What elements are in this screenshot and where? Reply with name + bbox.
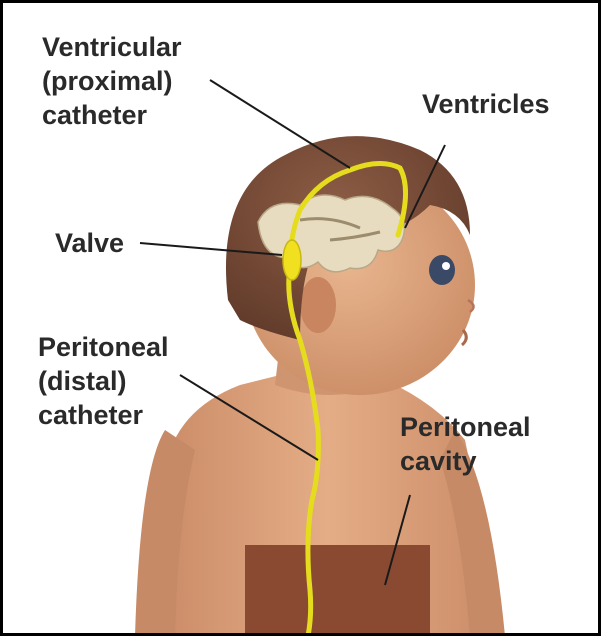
- label-line: Ventricular: [42, 30, 182, 64]
- label-valve: Valve: [55, 226, 124, 260]
- label-ventricular-catheter: Ventricular (proximal) catheter: [42, 30, 182, 132]
- label-peritoneal-cavity: Peritoneal cavity: [400, 410, 531, 478]
- label-line: Ventricles: [422, 87, 550, 121]
- label-line: Peritoneal: [400, 410, 531, 444]
- ear: [300, 277, 336, 333]
- label-peritoneal-catheter: Peritoneal (distal) catheter: [38, 330, 169, 432]
- eye: [429, 255, 455, 285]
- label-line: (distal): [38, 364, 169, 398]
- label-ventricles: Ventricles: [422, 87, 550, 121]
- peritoneal-cavity-region: [245, 545, 430, 636]
- label-line: cavity: [400, 444, 531, 478]
- label-line: Peritoneal: [38, 330, 169, 364]
- valve-shape: [283, 240, 301, 280]
- label-line: Valve: [55, 226, 124, 260]
- label-line: catheter: [38, 398, 169, 432]
- label-line: catheter: [42, 98, 182, 132]
- label-line: (proximal): [42, 64, 182, 98]
